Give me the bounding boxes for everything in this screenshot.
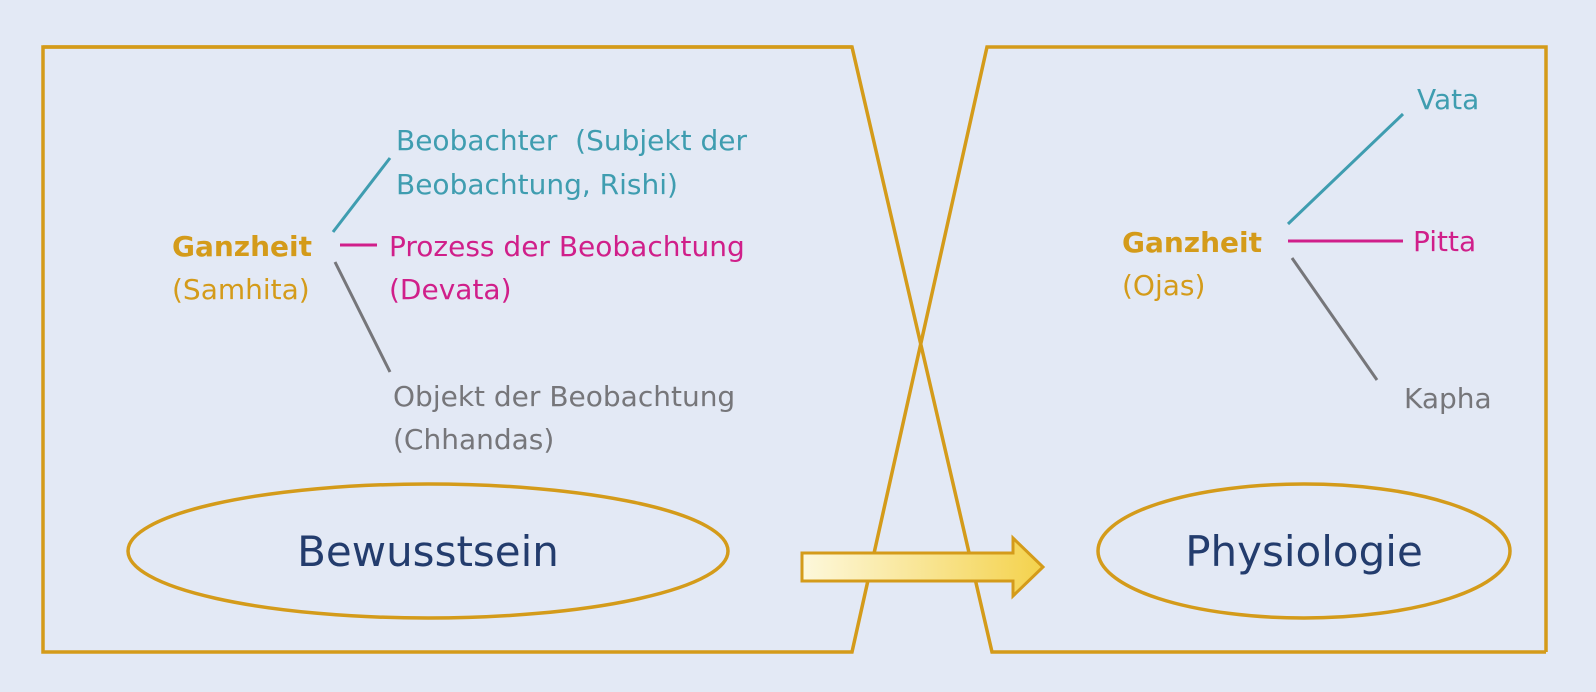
left-frame-outline bbox=[41, 45, 1548, 654]
consciousness-ellipse bbox=[126, 482, 730, 620]
pitta-label: Pitta bbox=[1413, 225, 1476, 258]
object-line-1: Objekt der Beobachtung bbox=[393, 380, 735, 413]
vata-label: Vata bbox=[1417, 83, 1479, 116]
process-line-1: Prozess der Beobachtung bbox=[389, 230, 745, 263]
left-whole-subtitle: (Samhita) bbox=[172, 273, 310, 306]
kapha-connector bbox=[1290, 257, 1379, 381]
left-whole-title: Ganzheit bbox=[172, 230, 312, 263]
physiology-ellipse bbox=[1096, 482, 1512, 620]
right-whole-subtitle: (Ojas) bbox=[1122, 269, 1205, 302]
physiology-label: Physiologie bbox=[1185, 527, 1423, 576]
observer-line-2: Beobachtung, Rishi) bbox=[396, 168, 678, 201]
right-whole-title: Ganzheit bbox=[1122, 226, 1262, 259]
object-line-2: (Chhandas) bbox=[393, 423, 554, 456]
process-line-2: (Devata) bbox=[389, 273, 512, 306]
observer-line-1: Beobachter (Subjekt der bbox=[396, 124, 747, 157]
kapha-label: Kapha bbox=[1404, 382, 1492, 415]
left-observer-connector bbox=[331, 157, 392, 233]
vata-connector bbox=[1286, 112, 1405, 226]
consciousness-label: Bewusstsein bbox=[297, 527, 559, 576]
right-arrow-icon bbox=[800, 534, 1046, 600]
left-object-connector bbox=[333, 261, 392, 373]
